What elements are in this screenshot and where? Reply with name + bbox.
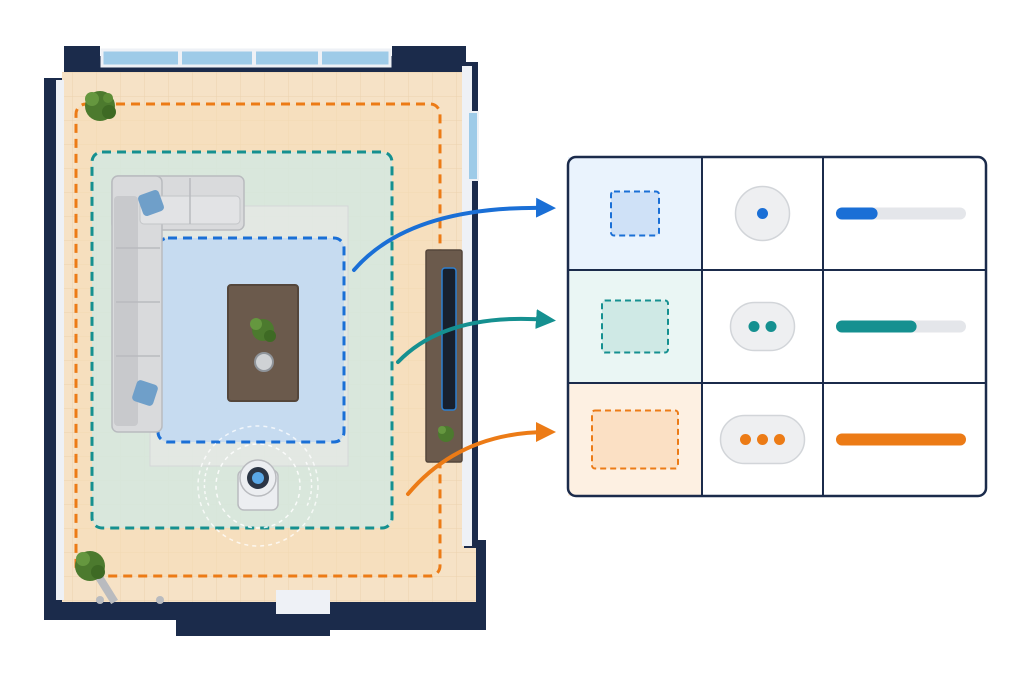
level-fill-near — [836, 207, 878, 220]
table-plant — [250, 318, 276, 342]
table-border — [566, 155, 988, 498]
potted-plant-icon — [85, 91, 116, 121]
zone-swatch-mid — [601, 299, 669, 354]
zone-swatch-near — [610, 190, 660, 237]
legend-row-mid — [568, 270, 966, 383]
signal-ring-outer — [197, 425, 319, 547]
window-icon — [100, 48, 392, 68]
legend-row-near — [568, 157, 966, 270]
top-window — [100, 48, 392, 68]
dot-far-3 — [774, 434, 785, 445]
coffee-table — [227, 284, 299, 402]
arrow-near — [352, 197, 556, 272]
air-purifier-icon — [237, 459, 279, 511]
sofa — [111, 175, 245, 433]
dot-far-1 — [740, 434, 751, 445]
plant-bottom-left — [75, 551, 105, 581]
dot-mid-2 — [765, 321, 777, 332]
inner-wall-face-right — [462, 66, 472, 546]
console-plant — [438, 426, 454, 442]
signal-wave-2 — [305, 461, 313, 509]
plants — [75, 91, 116, 581]
tv-console — [425, 249, 463, 463]
air-purifier — [197, 425, 319, 547]
inner-wall-face-left — [56, 80, 64, 600]
signal-wave-1 — [203, 461, 211, 509]
table-bowl — [254, 352, 274, 372]
level-fill-far — [836, 433, 966, 446]
zone-swatch-far — [591, 409, 679, 470]
arrow-far — [406, 422, 556, 496]
pillow-bottom — [132, 380, 158, 406]
dot-mid-1 — [748, 321, 760, 332]
sofa-icon — [111, 175, 245, 433]
side-window — [467, 111, 479, 181]
dot-far-2 — [757, 434, 768, 445]
arrow-mid — [396, 309, 556, 364]
signal-ring-inner — [215, 443, 301, 529]
legend-row-far — [568, 383, 966, 496]
pillow-top — [138, 190, 164, 216]
tv-icon — [441, 267, 457, 411]
level-fill-mid — [836, 320, 917, 333]
dot-badge-mid — [729, 301, 796, 352]
legend-table — [566, 155, 988, 498]
connector-arrows — [352, 197, 556, 496]
bottom-wall-step — [276, 590, 330, 614]
dot-near-1 — [757, 208, 768, 219]
floor-corner — [460, 548, 476, 602]
coffee-table-icon — [227, 284, 299, 402]
